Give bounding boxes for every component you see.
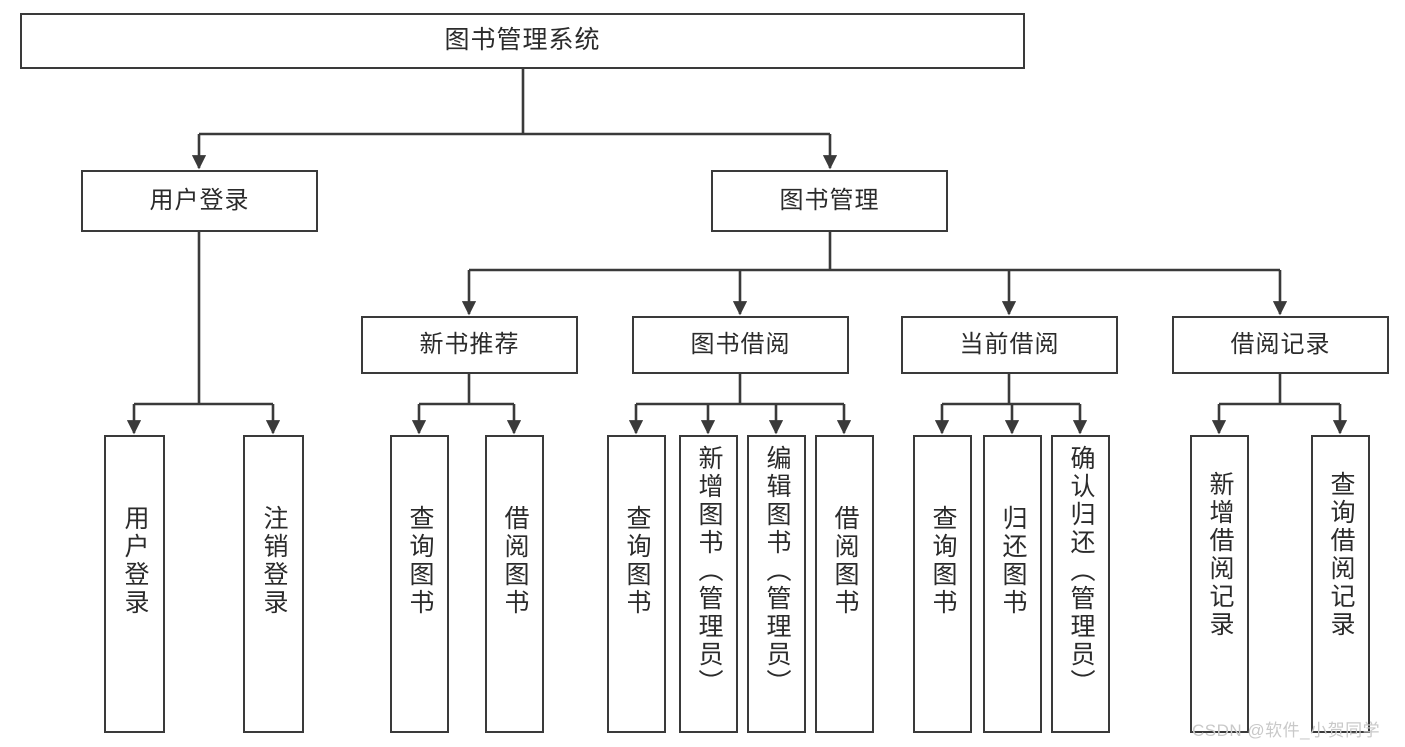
node-leaf-borrow-book-2[interactable]: 借阅图书 [815,435,874,733]
node-leaf-query-book-3[interactable]: 查询图书 [913,435,972,733]
node-borrow-record[interactable]: 借阅记录 [1172,316,1389,374]
node-leaf-query-book-2[interactable]: 查询图书 [607,435,666,733]
node-leaf-query-record-label: 查询借阅记录 [1327,471,1355,639]
node-leaf-confirm-return-label: 确认归还（管理员） [1067,445,1095,697]
node-user-login-label: 用户登录 [149,186,250,214]
node-leaf-add-book[interactable]: 新增图书（管理员） [679,435,738,733]
node-leaf-confirm-return[interactable]: 确认归还（管理员） [1051,435,1110,733]
node-new-book-recommend[interactable]: 新书推荐 [361,316,578,374]
node-leaf-return-book-label: 归还图书 [999,505,1027,617]
node-leaf-add-book-label: 新增图书（管理员） [695,445,723,697]
node-root-label: 图书管理系统 [444,26,601,55]
node-leaf-user-logout[interactable]: 注销登录 [243,435,304,733]
node-leaf-query-book-3-label: 查询图书 [929,505,957,617]
node-leaf-add-record-label: 新增借阅记录 [1206,471,1234,639]
node-leaf-edit-book-label: 编辑图书（管理员） [763,445,791,697]
node-leaf-add-record[interactable]: 新增借阅记录 [1190,435,1249,733]
node-book-manage-label: 图书管理 [779,186,880,214]
node-book-manage[interactable]: 图书管理 [711,170,948,232]
node-user-login[interactable]: 用户登录 [81,170,318,232]
node-leaf-user-login-label: 用户登录 [121,505,149,617]
node-new-book-recommend-label: 新书推荐 [419,330,520,358]
node-leaf-return-book[interactable]: 归还图书 [983,435,1042,733]
node-leaf-borrow-book-1-label: 借阅图书 [501,505,529,617]
node-root[interactable]: 图书管理系统 [20,13,1025,69]
node-leaf-user-login[interactable]: 用户登录 [104,435,165,733]
node-book-borrow[interactable]: 图书借阅 [632,316,849,374]
node-leaf-query-book-1-label: 查询图书 [406,505,434,617]
node-borrow-record-label: 借阅记录 [1230,330,1331,358]
node-leaf-user-logout-label: 注销登录 [260,505,288,617]
node-current-borrow[interactable]: 当前借阅 [901,316,1118,374]
csdn-watermark: CSDN @软件_小贺同学 [1192,721,1381,740]
node-leaf-borrow-book-2-label: 借阅图书 [831,505,859,617]
node-current-borrow-label: 当前借阅 [959,330,1060,358]
node-book-borrow-label: 图书借阅 [690,330,791,358]
node-leaf-edit-book[interactable]: 编辑图书（管理员） [747,435,806,733]
node-leaf-query-book-2-label: 查询图书 [623,505,651,617]
node-leaf-borrow-book-1[interactable]: 借阅图书 [485,435,544,733]
node-leaf-query-book-1[interactable]: 查询图书 [390,435,449,733]
node-leaf-query-record[interactable]: 查询借阅记录 [1311,435,1370,733]
